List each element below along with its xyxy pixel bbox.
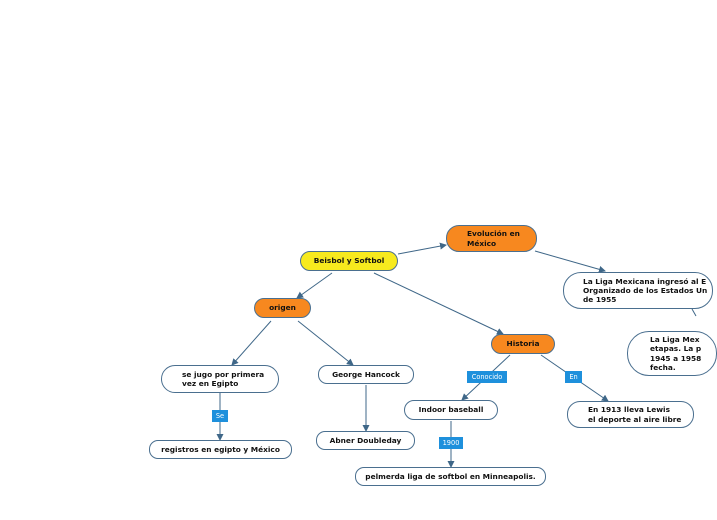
node-evolucion-mexico[interactable]: Evolución en México: [446, 225, 537, 252]
node-abner-doubleday[interactable]: Abner Doubleday: [316, 431, 415, 450]
connector-liga1-liga2: [691, 308, 697, 317]
connector-beisbol-evolucion: [397, 242, 447, 255]
node-lewis[interactable]: En 1913 lleva Lewis el deporte al aire l…: [567, 401, 694, 428]
label-se: Se: [212, 410, 228, 422]
connector-beisbol-historia: [373, 272, 504, 335]
label-conocido: Conocido: [467, 371, 507, 383]
node-registros[interactable]: registros en egipto y México: [149, 440, 292, 459]
node-se-jugo[interactable]: se jugo por primera vez en Egipto: [161, 365, 279, 393]
mind-map-connectors: [216, 242, 697, 468]
node-liga-mexicana-1[interactable]: La Liga Mexicana ingresó al E Organizado…: [563, 272, 713, 309]
node-primera-liga[interactable]: pelmerda liga de softbol en Minneapolis.: [355, 467, 546, 486]
label-1900: 1900: [439, 437, 463, 449]
node-george-hancock[interactable]: George Hancock: [318, 365, 414, 384]
label-en: En: [565, 371, 582, 383]
connector-origen-sejugo: [231, 320, 272, 366]
node-liga-mexicana-2[interactable]: La Liga Mex etapas. La p 1945 a 1958 fec…: [627, 331, 717, 376]
connector-origen-hancock: [297, 320, 354, 366]
node-beisbol-softbol[interactable]: Beisbol y Softbol: [300, 251, 398, 271]
connector-evolucion-liga1: [534, 250, 606, 273]
connector-beisbol-origen: [296, 272, 333, 299]
node-indoor-baseball[interactable]: Indoor baseball: [404, 400, 498, 420]
node-historia[interactable]: Historia: [491, 334, 555, 354]
node-origen[interactable]: origen: [254, 298, 311, 318]
